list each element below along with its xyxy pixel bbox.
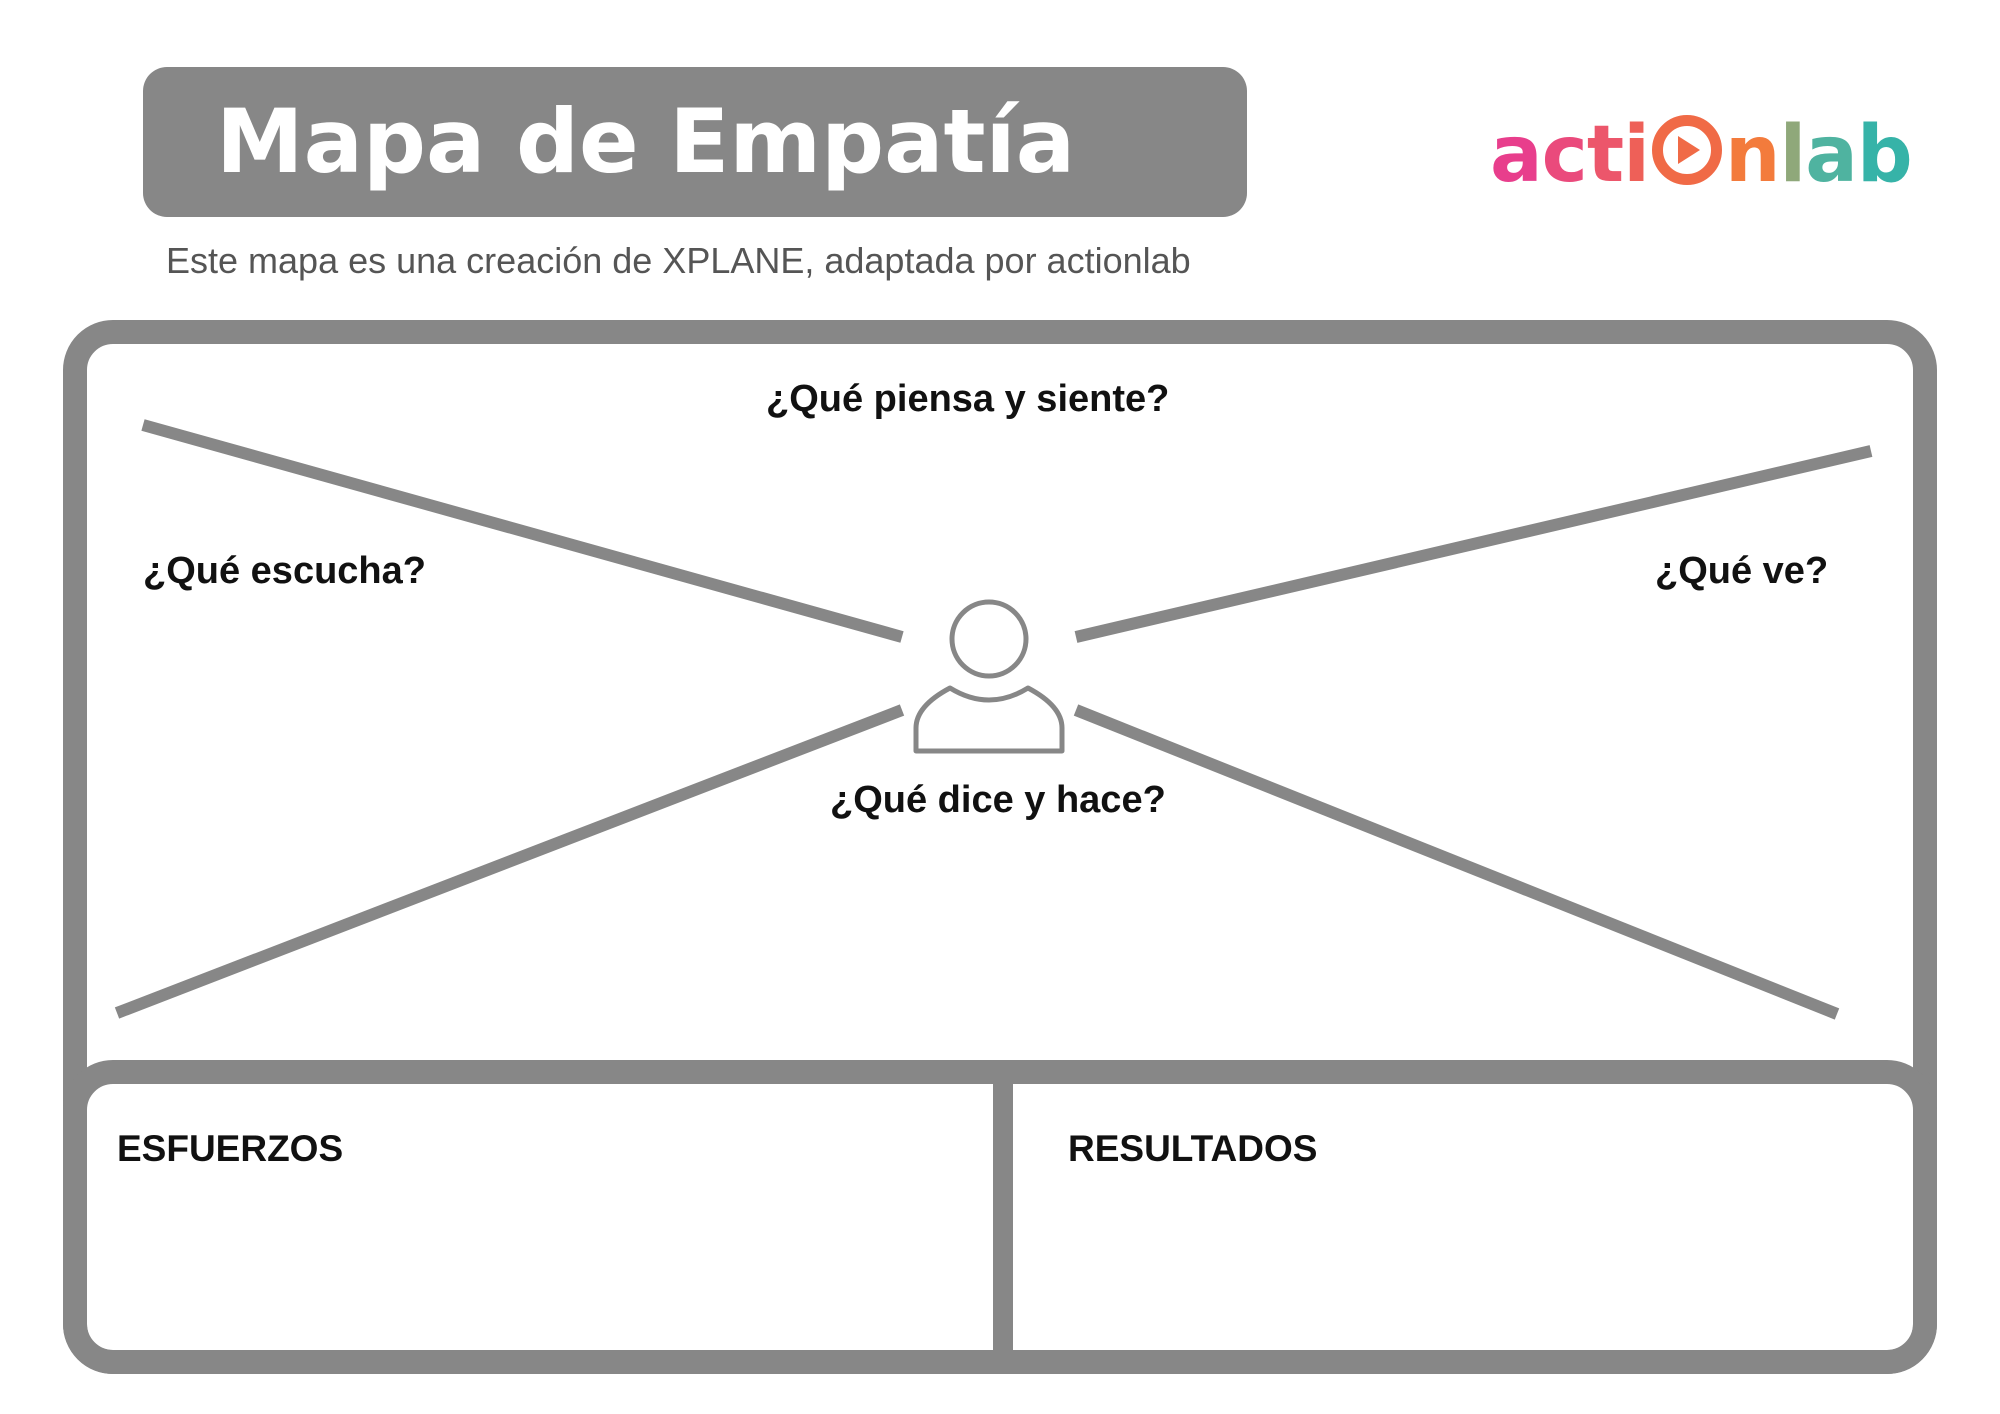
- logo-letter: c: [1541, 110, 1588, 200]
- page-title: Mapa de Empatía: [216, 90, 1076, 193]
- diagonal-bottom-left: [114, 704, 905, 1019]
- bottom-sections-frame: [63, 1060, 1937, 1374]
- hears-label: ¿Qué escucha?: [143, 550, 426, 592]
- logo-letter: i: [1623, 110, 1650, 200]
- person-icon: [913, 599, 1065, 754]
- logo-letter: a: [1490, 110, 1543, 200]
- play-icon: [1651, 115, 1722, 185]
- logo-letter: t: [1586, 110, 1624, 200]
- thinks-feels-label: ¿Qué piensa y siente?: [766, 378, 1170, 420]
- results-label: RESULTADOS: [1068, 1128, 1318, 1169]
- sees-label: ¿Qué ve?: [1655, 550, 1829, 592]
- efforts-label: ESFUERZOS: [117, 1128, 344, 1169]
- logo-letter: l: [1779, 110, 1806, 200]
- says-does-label: ¿Qué dice y hace?: [830, 779, 1166, 821]
- logo-letter: n: [1724, 110, 1781, 200]
- diagonal-top-left: [141, 419, 904, 643]
- logo-letter: b: [1856, 110, 1913, 200]
- diagonal-top-right: [1074, 445, 1873, 643]
- title-banner: Mapa de Empatía: [143, 67, 1247, 217]
- logo-letter: a: [1805, 110, 1858, 200]
- diagonal-bottom-right: [1073, 704, 1840, 1020]
- subtitle-credit: Este mapa es una creación de XPLANE, ada…: [166, 240, 1191, 281]
